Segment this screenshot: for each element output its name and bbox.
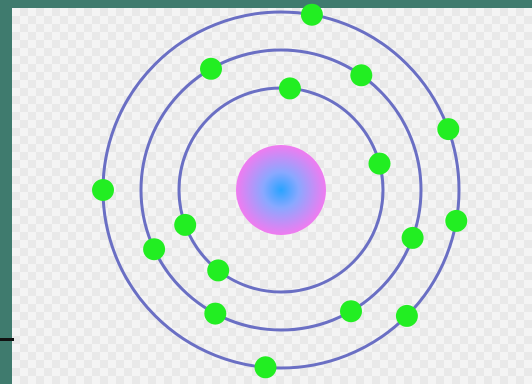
electron xyxy=(402,227,424,249)
electron xyxy=(143,238,165,260)
electron xyxy=(200,58,222,80)
electron xyxy=(207,259,229,281)
electron xyxy=(174,214,196,236)
electron xyxy=(204,303,226,325)
electron xyxy=(369,153,391,175)
electron xyxy=(437,118,459,140)
nucleus xyxy=(236,145,326,235)
electron xyxy=(396,305,418,327)
electron xyxy=(350,64,372,86)
electron xyxy=(92,179,114,201)
electron xyxy=(279,77,301,99)
electron xyxy=(340,300,362,322)
electron xyxy=(445,210,467,232)
electron xyxy=(301,4,323,26)
electron xyxy=(255,356,277,378)
